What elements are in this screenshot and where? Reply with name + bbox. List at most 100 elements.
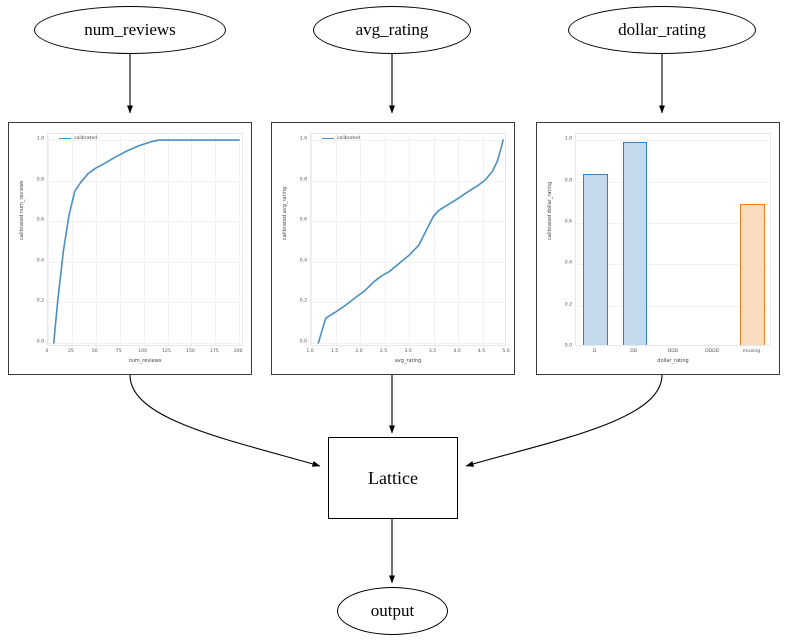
- y-tick-label: 1.0: [36, 136, 44, 142]
- y-tick-label: 0.2: [299, 298, 307, 304]
- y-tick-label: 0.0: [299, 339, 307, 345]
- gridline-horizontal: [311, 180, 505, 182]
- x-tick-label: 1.0: [306, 349, 314, 354]
- x-tick-label: 25: [67, 349, 74, 354]
- plot-area: [310, 133, 506, 346]
- legend-label: calibrated: [74, 136, 98, 141]
- gridline-horizontal: [311, 261, 505, 263]
- y-tick-label: 0.8: [299, 177, 307, 183]
- x-tick-label: 175: [209, 349, 219, 354]
- gridline-horizontal: [48, 261, 242, 263]
- x-tick-label: 3.5: [428, 349, 437, 354]
- gridline-vertical: [482, 134, 484, 345]
- x-tick-label: 4.0: [453, 349, 461, 354]
- plot-area: [575, 133, 771, 346]
- x-tick-label: DD: [630, 349, 638, 354]
- x-tick-label: 125: [162, 349, 171, 354]
- bar-D: [583, 174, 608, 345]
- node-num-reviews-label: num_reviews: [84, 20, 176, 39]
- x-tick-label: 100: [138, 349, 147, 354]
- y-tick-label: 0.6: [36, 217, 44, 223]
- node-lattice-label: Lattice: [368, 467, 418, 488]
- chart-avg-rating-calibrator: 1.0 1.5 2.0 2.5 3.0 3.5 4.0 4.5 5.0 0.0 0.2 0.4 0.6 0…: [271, 122, 515, 375]
- gridline-vertical: [409, 134, 410, 345]
- x-tick-label: DDDD: [705, 349, 720, 354]
- series-line-calibrated: [52, 139, 241, 344]
- gridline-horizontal: [48, 302, 242, 304]
- gridline-vertical: [311, 134, 312, 345]
- edge-chart1-to-lattice: [129, 374, 321, 467]
- node-avg-rating-label: avg_rating: [355, 20, 429, 39]
- x-tick-label: 5.0: [502, 349, 510, 354]
- legend-swatch-calibrated: [59, 137, 71, 140]
- gridline-vertical: [335, 134, 337, 345]
- bar-DDDD: [701, 345, 725, 346]
- y-tick-label: 0.2: [564, 302, 572, 308]
- bar-missing: [740, 203, 765, 345]
- y-tick-label: 0.6: [299, 217, 307, 223]
- gridline-horizontal: [311, 221, 505, 223]
- y-tick-label: 0.8: [36, 177, 44, 183]
- gridline-vertical: [71, 134, 73, 345]
- x-tick-label: DDD: [667, 349, 679, 354]
- x-tick-label: 0: [45, 349, 49, 354]
- x-tick-label: 4.5: [477, 349, 486, 354]
- y-tick-label: 0.8: [564, 178, 572, 184]
- y-tick-label: 0.4: [564, 260, 572, 266]
- gridline-horizontal: [48, 180, 242, 182]
- gridline-vertical: [119, 134, 121, 345]
- gridline-horizontal: [48, 342, 242, 344]
- x-tick-label: D: [592, 349, 597, 354]
- series-line-calibrated: [317, 139, 504, 344]
- gridline-vertical: [215, 134, 217, 345]
- gridline-horizontal: [576, 181, 770, 183]
- x-tick-label: 1.5: [330, 349, 339, 354]
- y-tick-label: 1.0: [564, 136, 572, 142]
- chart-legend: calibrated: [59, 136, 97, 141]
- node-dollar-rating-label: dollar_rating: [618, 20, 706, 39]
- x-tick-label: 200: [233, 349, 243, 354]
- y-tick-label: 0.0: [564, 343, 572, 349]
- x-tick-label: 2.0: [355, 349, 363, 354]
- bar-DD: [622, 141, 647, 345]
- plot-area: [47, 133, 243, 346]
- gridline-horizontal: [311, 302, 505, 304]
- x-tick-label: 3.0: [404, 349, 412, 354]
- y-tick-label: 1.0: [299, 136, 307, 142]
- legend-label: calibrated: [337, 136, 361, 141]
- x-axis-title: avg_rating: [394, 358, 422, 364]
- gridline-horizontal: [576, 140, 770, 142]
- gridline-horizontal: [48, 140, 242, 142]
- y-tick-label: 0.0: [36, 339, 44, 345]
- gridline-vertical: [433, 134, 435, 345]
- gridline-vertical: [167, 134, 169, 345]
- gridline-vertical: [143, 134, 145, 345]
- x-axis-title: num_reviews: [128, 358, 162, 364]
- y-tick-label: 0.6: [564, 219, 572, 225]
- gridline-horizontal: [311, 342, 505, 344]
- gridline-vertical: [360, 134, 361, 345]
- legend-swatch-calibrated: [322, 137, 334, 140]
- node-output-label: output: [370, 601, 415, 620]
- node-output[interactable]: output: [337, 587, 448, 635]
- y-tick-label: 0.4: [299, 258, 307, 264]
- x-tick-label: 150: [186, 349, 195, 354]
- gridline-vertical: [384, 134, 386, 345]
- gridline-horizontal: [576, 222, 770, 224]
- y-tick-label: 0.4: [36, 258, 44, 264]
- y-tick-label: 0.2: [36, 298, 44, 304]
- x-tick-label: 2.5: [379, 349, 388, 354]
- gridline-horizontal: [48, 221, 242, 223]
- node-num-reviews[interactable]: num_reviews: [34, 6, 226, 54]
- node-lattice[interactable]: Lattice: [328, 437, 458, 519]
- x-axis-title: dollar_rating: [657, 358, 689, 364]
- gridline-vertical: [48, 134, 49, 345]
- gridline-vertical: [239, 134, 241, 345]
- gridline-vertical: [95, 134, 97, 345]
- node-avg-rating[interactable]: avg_rating: [313, 6, 471, 54]
- node-dollar-rating[interactable]: dollar_rating: [568, 6, 756, 54]
- edge-chart3-to-lattice: [465, 374, 663, 467]
